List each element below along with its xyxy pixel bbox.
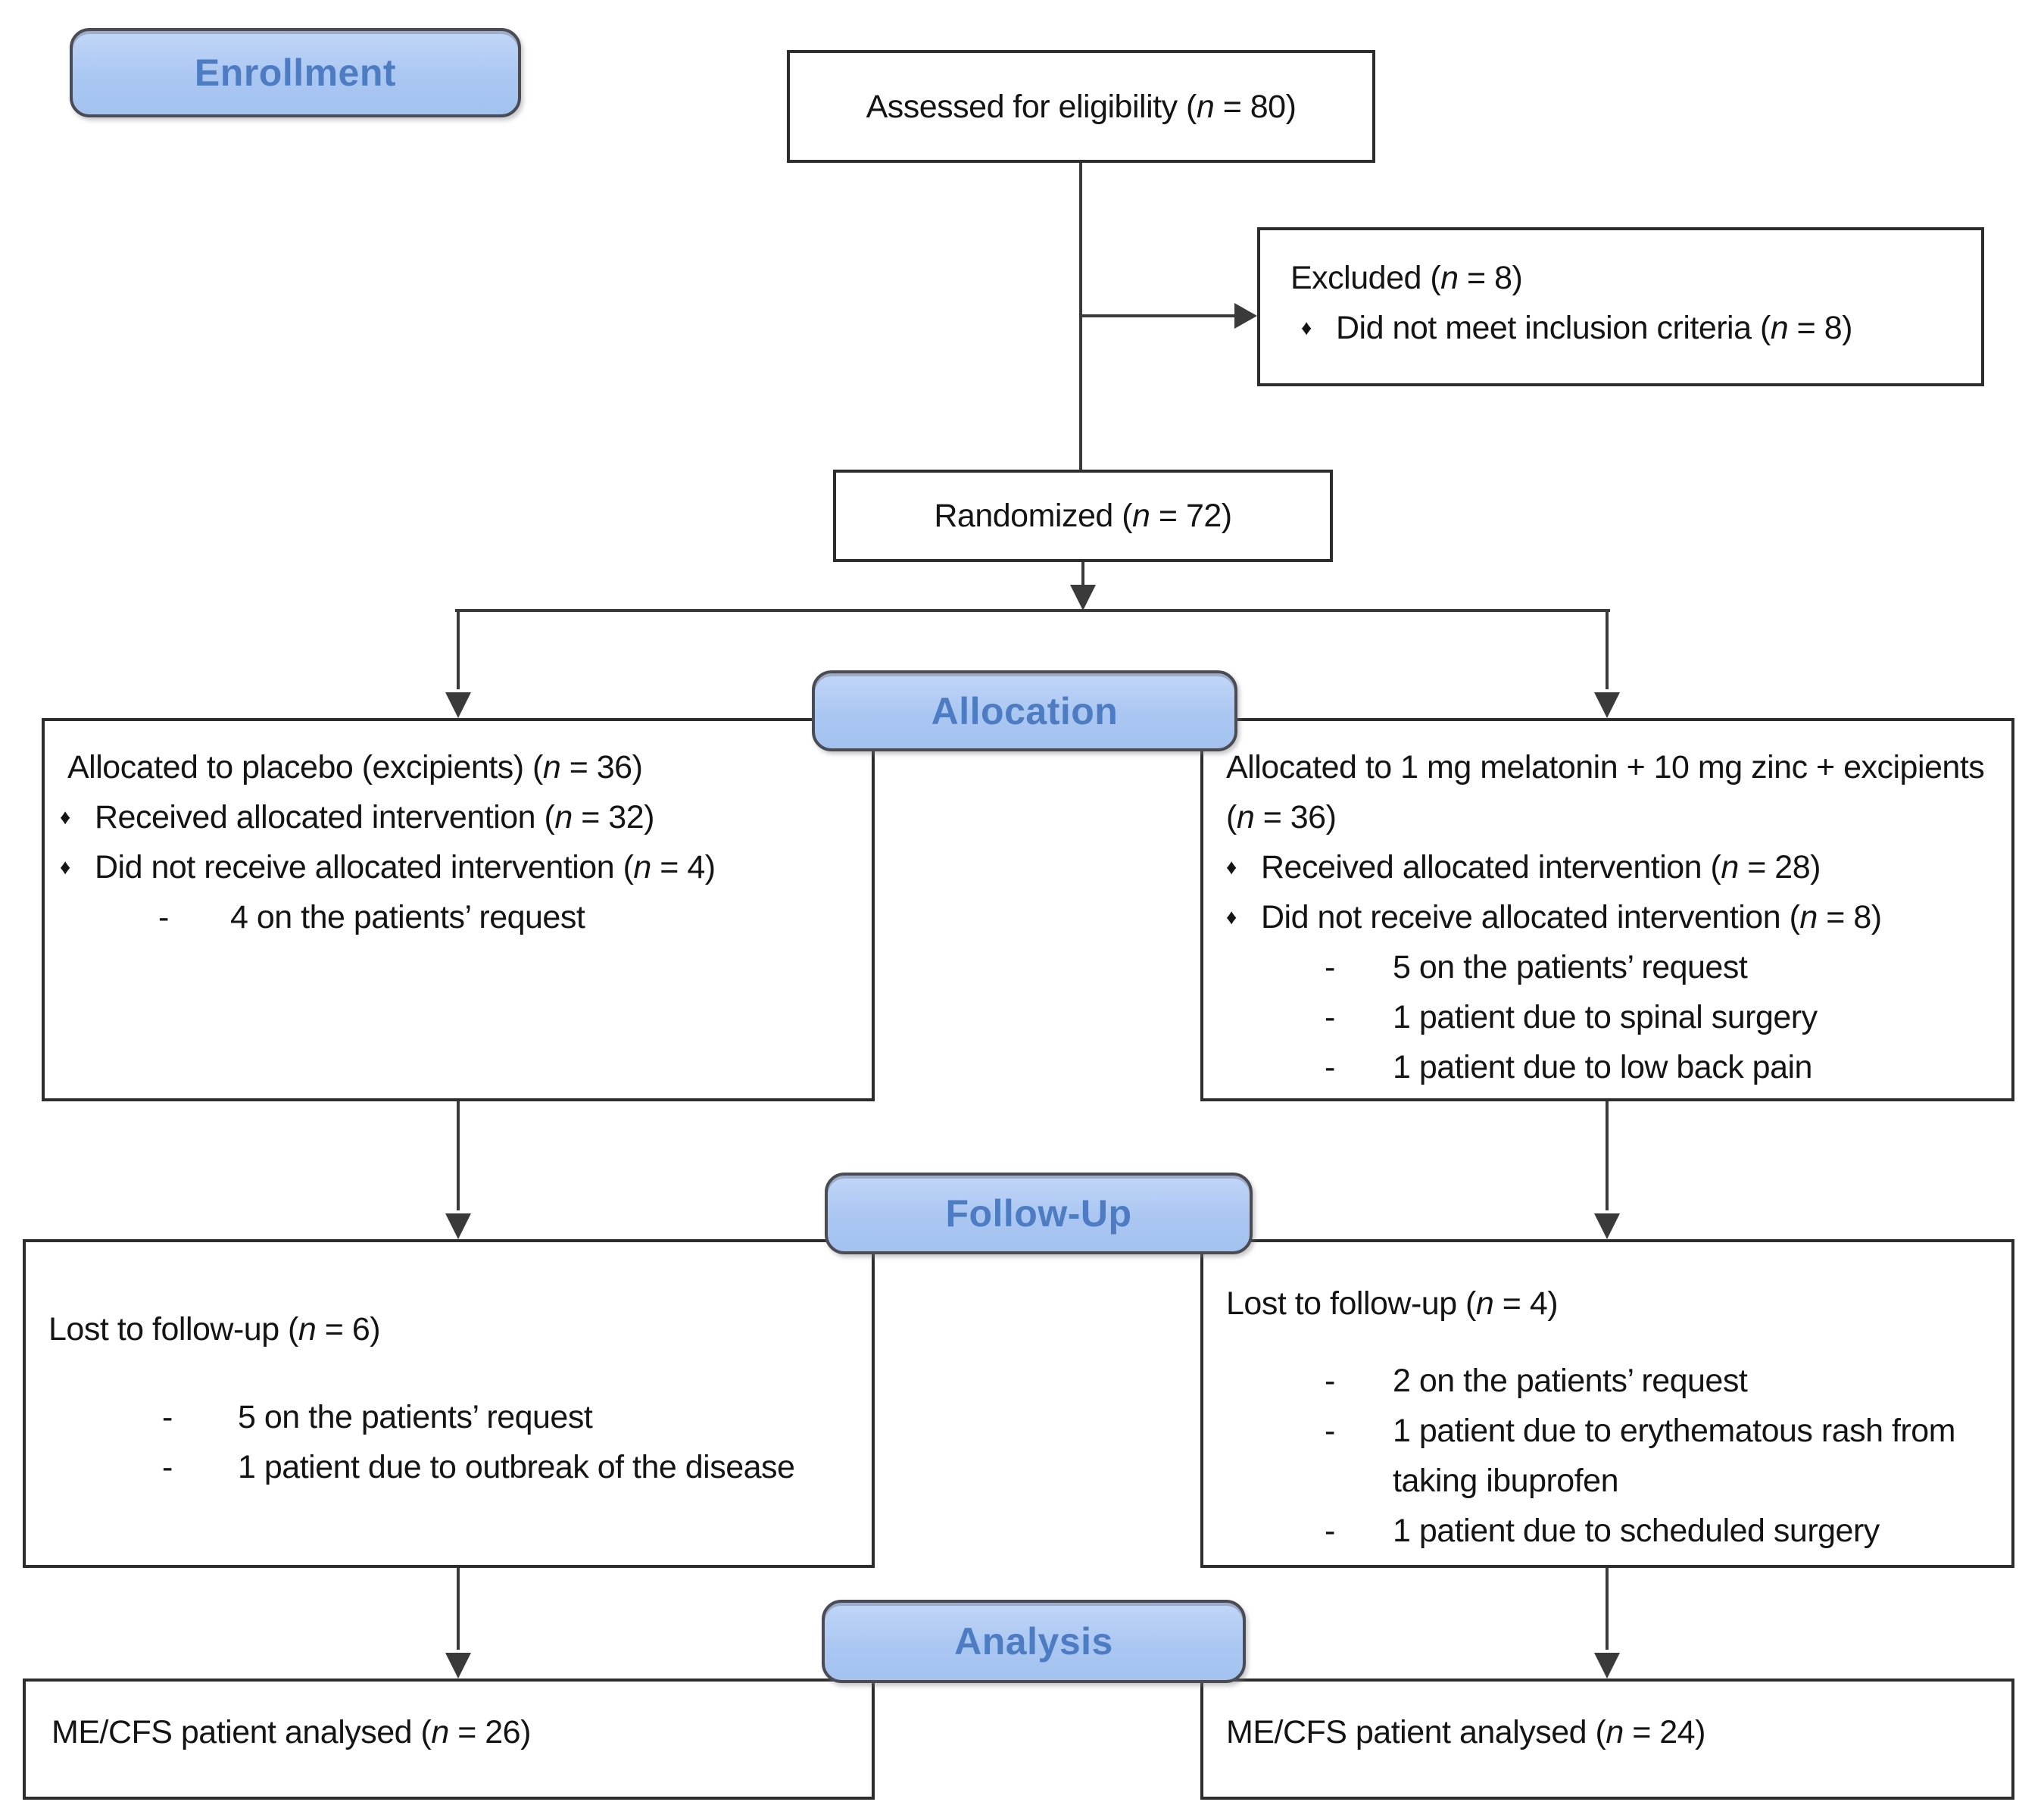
- followup-right-box: Lost to follow-up (n = 4) - 2 on the pat…: [1200, 1239, 2014, 1568]
- connector-branch-line: [455, 609, 1610, 612]
- arrowhead-down-icon: [1594, 1653, 1620, 1679]
- sub-item: - 4 on the patients’ request: [60, 892, 857, 942]
- arrowhead-right-icon: [1234, 303, 1257, 329]
- excluded-title-row: Excluded (n = 8): [1290, 253, 1963, 303]
- allocation-right-title-row: Allocated to 1 mg melatonin + 10 mg zinc…: [1226, 742, 1993, 842]
- excluded-title: Excluded (n = 8): [1290, 260, 1523, 296]
- stage-label-followup: Follow-Up: [945, 1192, 1132, 1235]
- arrowhead-down-icon: [1594, 692, 1620, 718]
- bullet-item: ♦ Did not receive allocated intervention…: [1226, 892, 1993, 942]
- sub-item-text: 5 on the patients’ request: [1393, 949, 1748, 985]
- bullet-item: ♦ Received allocated intervention (n = 3…: [60, 792, 857, 842]
- arrowhead-down-icon: [445, 1653, 471, 1679]
- connector-branch-allocation-right: [1606, 609, 1609, 689]
- bullet-item: ♦ Did not receive allocated intervention…: [60, 842, 857, 892]
- allocation-left-title: Allocated to placebo (excipients) (n = 3…: [67, 749, 643, 785]
- assessed-text: Assessed for eligibility (n = 80): [866, 88, 1297, 125]
- connector-allocation-followup-left: [457, 1101, 460, 1210]
- sub-item-text: 1 patient due to spinal surgery: [1393, 999, 1818, 1035]
- connector-excluded-branch: [1081, 314, 1234, 317]
- diamond-bullet-icon: ♦: [1226, 905, 1237, 929]
- sub-item: - 1 patient due to outbreak of the disea…: [48, 1442, 853, 1492]
- sub-item: - 5 on the patients’ request: [1226, 942, 1993, 992]
- dash-bullet: -: [1325, 949, 1335, 985]
- excluded-bullet-row: ♦ Did not meet inclusion criteria (n = 8…: [1290, 303, 1963, 353]
- sub-item-text: 1 patient due to low back pain: [1393, 1049, 1812, 1085]
- connector-branch-allocation-left: [457, 609, 460, 689]
- allocation-left-title-row: Allocated to placebo (excipients) (n = 3…: [60, 742, 857, 792]
- sub-item: - 5 on the patients’ request: [48, 1392, 853, 1442]
- dash-bullet: -: [158, 899, 169, 935]
- analysis-right-text-row: ME/CFS patient analysed (n = 24): [1226, 1707, 1993, 1757]
- sub-item: - 2 on the patients’ request: [1226, 1356, 1993, 1406]
- analysis-right-text: ME/CFS patient analysed (n = 24): [1226, 1714, 1705, 1750]
- bullet-text: Received allocated intervention (n = 32): [95, 799, 654, 835]
- arrowhead-down-icon: [445, 1213, 471, 1239]
- analysis-left-box: ME/CFS patient analysed (n = 26): [23, 1679, 875, 1800]
- followup-left-title: Lost to follow-up (n = 6): [48, 1311, 381, 1348]
- diamond-bullet-icon: ♦: [1226, 855, 1237, 879]
- diamond-bullet-icon: ♦: [1301, 316, 1312, 339]
- dash-bullet: -: [1325, 1049, 1335, 1085]
- followup-left-box: Lost to follow-up (n = 6) - 5 on the pat…: [23, 1239, 875, 1568]
- arrowhead-down-icon: [1070, 585, 1096, 611]
- excluded-box: Excluded (n = 8) ♦ Did not meet inclusio…: [1257, 227, 1984, 386]
- allocation-right-box: Allocated to 1 mg melatonin + 10 mg zinc…: [1200, 718, 2014, 1101]
- followup-right-title-row: Lost to follow-up (n = 4): [1226, 1279, 1993, 1329]
- sub-item: - 1 patient due to low back pain: [1226, 1042, 1993, 1092]
- bullet-item: ♦ Received allocated intervention (n = 2…: [1226, 842, 1993, 892]
- randomized-text: Randomized (n = 72): [934, 498, 1232, 534]
- followup-left-title-row: Lost to follow-up (n = 6): [48, 1304, 853, 1354]
- sub-item: - 1 patient due to scheduled surgery: [1226, 1506, 1993, 1556]
- randomized-box: Randomized (n = 72): [833, 470, 1333, 562]
- stage-badge-allocation: Allocation: [812, 670, 1237, 751]
- sub-item-text: 5 on the patients’ request: [238, 1399, 593, 1435]
- stage-label-analysis: Analysis: [954, 1620, 1113, 1663]
- bullet-text: Received allocated intervention (n = 28): [1261, 849, 1821, 885]
- sub-item: - 1 patient due to erythematous rash fro…: [1226, 1406, 1993, 1506]
- followup-right-title: Lost to follow-up (n = 4): [1226, 1285, 1559, 1322]
- sub-item-text: 2 on the patients’ request: [1393, 1363, 1748, 1399]
- arrowhead-down-icon: [445, 692, 471, 718]
- sub-item: - 1 patient due to spinal surgery: [1226, 992, 1993, 1042]
- excluded-bullet-text: Did not meet inclusion criteria (n = 8): [1336, 310, 1852, 346]
- analysis-left-text-row: ME/CFS patient analysed (n = 26): [51, 1707, 853, 1757]
- connector-randomized-branch: [1081, 562, 1084, 588]
- connector-allocation-followup-right: [1606, 1101, 1609, 1210]
- dash-bullet: -: [1325, 999, 1335, 1035]
- stage-badge-analysis: Analysis: [822, 1600, 1246, 1683]
- dash-bullet: -: [1325, 1363, 1335, 1399]
- connector-followup-analysis-left: [457, 1568, 460, 1650]
- dash-bullet: -: [162, 1399, 173, 1435]
- assessed-box: Assessed for eligibility (n = 80): [787, 50, 1375, 163]
- connector-followup-analysis-right: [1606, 1568, 1609, 1650]
- allocation-right-title: Allocated to 1 mg melatonin + 10 mg zinc…: [1226, 749, 1985, 835]
- analysis-right-box: ME/CFS patient analysed (n = 24): [1200, 1679, 2014, 1800]
- allocation-left-box: Allocated to placebo (excipients) (n = 3…: [42, 718, 875, 1101]
- dash-bullet: -: [1325, 1413, 1335, 1449]
- arrowhead-down-icon: [1594, 1213, 1620, 1239]
- diamond-bullet-icon: ♦: [60, 805, 70, 829]
- stage-badge-followup: Follow-Up: [825, 1173, 1253, 1254]
- stage-label-enrollment: Enrollment: [194, 52, 397, 94]
- sub-item-text: 1 patient due to erythematous rash from …: [1393, 1413, 1955, 1499]
- analysis-left-text: ME/CFS patient analysed (n = 26): [51, 1714, 531, 1750]
- stage-label-allocation: Allocation: [931, 689, 1119, 732]
- dash-bullet: -: [162, 1449, 173, 1485]
- dash-bullet: -: [1325, 1513, 1335, 1549]
- sub-item-text: 4 on the patients’ request: [230, 899, 585, 935]
- sub-item-text: 1 patient due to scheduled surgery: [1393, 1513, 1880, 1549]
- bullet-text: Did not receive allocated intervention (…: [95, 849, 716, 885]
- bullet-text: Did not receive allocated intervention (…: [1261, 899, 1882, 935]
- stage-badge-enrollment: Enrollment: [70, 28, 521, 117]
- sub-item-text: 1 patient due to outbreak of the disease: [238, 1449, 795, 1485]
- diamond-bullet-icon: ♦: [60, 855, 70, 879]
